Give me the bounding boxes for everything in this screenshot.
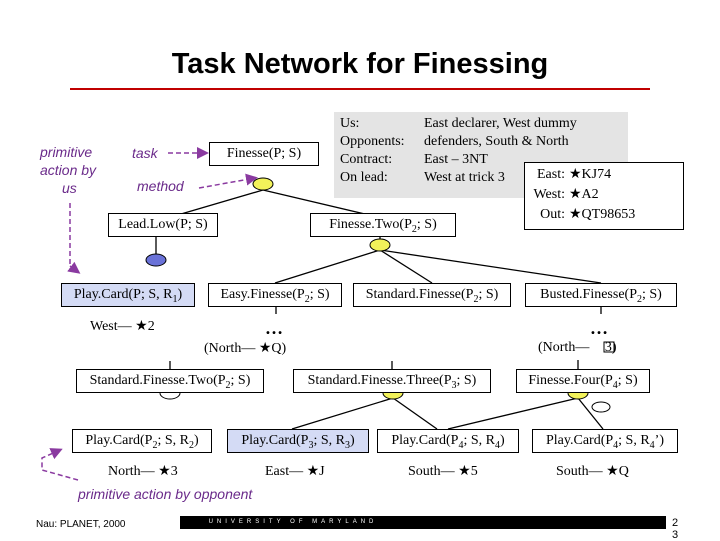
node-play-card-4-alt: Play.Card(P4; S, R4’)	[532, 429, 678, 453]
west-label: West:	[533, 187, 565, 202]
ellipsis-easy: …	[265, 318, 286, 338]
legend-primitive-action-line3: us	[62, 180, 77, 196]
us-label: Us:	[340, 116, 360, 131]
footer-university-bar: UNIVERSITY OF MARYLAND	[180, 516, 666, 529]
east-value: ★KJ74	[569, 167, 612, 182]
node-standard-finesse-two: Standard.Finesse.Two(P2; S)	[76, 369, 264, 393]
opponents-label: Opponents:	[340, 134, 405, 149]
node-lead-low: Lead.Low(P; S)	[108, 213, 218, 237]
us-value: East declarer, West dummy	[424, 116, 577, 131]
node-busted-finesse: Busted.Finesse(P2; S)	[525, 283, 677, 307]
legend-primitive-action-line1: primitive	[40, 144, 93, 160]
hand-box: East: ★KJ74 West: ★A2 Out: ★QT98653	[524, 162, 684, 230]
node-play-card-3: Play.Card(P3; S, R3)	[227, 429, 369, 453]
node-standard-finesse: Standard.Finesse(P2; S)	[353, 283, 511, 307]
annotation-north-q: (North— ★Q)	[204, 341, 287, 356]
node-finesse-two: Finesse.Two(P2; S)	[310, 213, 456, 237]
node-play-card-2: Play.Card(P2; S, R2)	[72, 429, 212, 453]
title-underline	[70, 88, 650, 90]
east-label: East:	[537, 167, 565, 182]
page-number: 2 3	[671, 517, 679, 541]
node-finesse-four: Finesse.Four(P4; S)	[516, 369, 650, 393]
legend-primitive-action-line2: action by	[40, 162, 97, 178]
node-easy-finesse: Easy.Finesse(P2; S)	[208, 283, 342, 307]
node-play-card-4: Play.Card(P4; S, R4)	[377, 429, 519, 453]
contract-label: Contract:	[340, 152, 393, 167]
university-wordmark: UNIVERSITY OF MARYLAND	[208, 519, 378, 525]
page-title: Task Network for Finessing	[171, 48, 549, 80]
lead-label: On lead:	[340, 170, 388, 185]
legend-opponent-action: primitive action by opponent	[78, 486, 253, 502]
lead-value: West at trick 3	[424, 170, 505, 185]
node-standard-finesse-three: Standard.Finesse.Three(P3; S)	[293, 369, 491, 393]
annotation-east-j: East— ★J	[265, 464, 325, 479]
legend-method: method	[137, 178, 184, 194]
node-finesse: Finesse(P; S)	[209, 142, 319, 166]
annotation-west-2: West— ★2	[90, 319, 155, 334]
ellipsis-busted: …	[590, 318, 611, 338]
out-value: ★QT98653	[569, 207, 636, 222]
annotation-south-q: South— ★Q	[556, 464, 629, 479]
west-value: ★A2	[569, 187, 599, 202]
annotation-north-3: (North— 3)	[538, 340, 617, 355]
node-play-card-1: Play.Card(P; S, R1)	[61, 283, 195, 307]
footer-author: Nau: PLANET, 2000	[36, 519, 126, 530]
legend-task: task	[132, 145, 158, 161]
opponents-value: defenders, South & North	[424, 134, 569, 149]
out-label: Out:	[540, 207, 565, 222]
annotation-south-5: South— ★5	[408, 464, 478, 479]
contract-value: East – 3NT	[424, 152, 488, 167]
annotation-north-spade-3: North— ★3	[108, 464, 178, 479]
